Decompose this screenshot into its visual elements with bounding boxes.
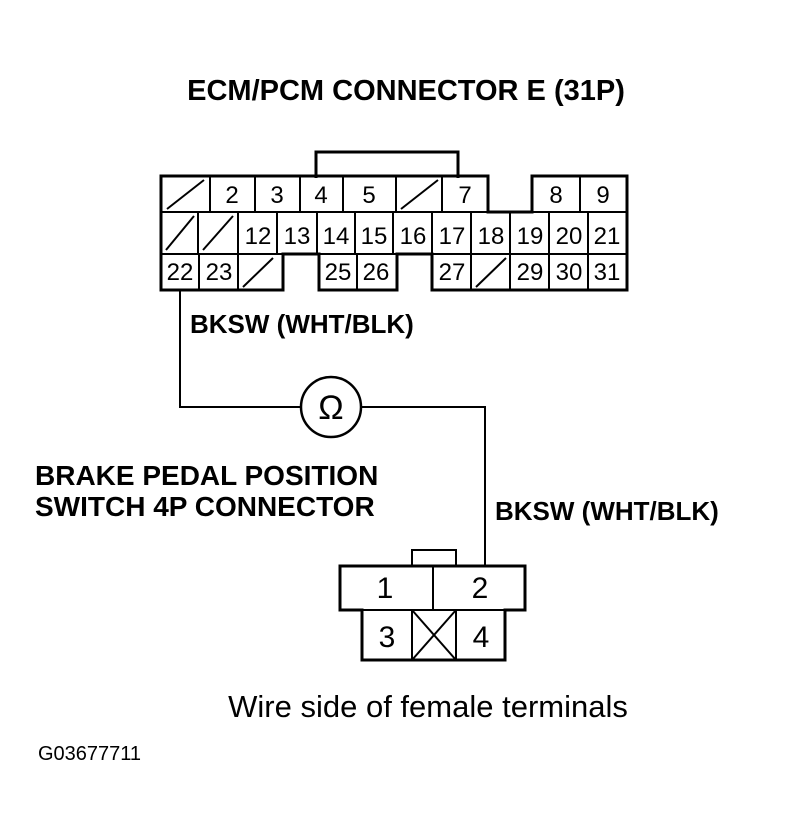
ecm-pin-13: 13 bbox=[284, 223, 311, 250]
ecm-connector: 2 3 4 5 7 8 9 12 13 14 15 16 17 18 19 20… bbox=[159, 150, 629, 292]
ecm-row3-grid bbox=[198, 254, 589, 290]
ecm-pin-31: 31 bbox=[594, 259, 621, 286]
ecm-pin-5: 5 bbox=[362, 182, 375, 209]
ecm-pin-25: 25 bbox=[325, 259, 352, 286]
terminal-view-caption: Wire side of female terminals bbox=[228, 689, 628, 724]
switch-pin-1: 1 bbox=[377, 572, 394, 605]
ecm-connector-lock-tab bbox=[314, 150, 460, 178]
diagram-title: ECM/PCM CONNECTOR E (31P) bbox=[187, 75, 625, 107]
switch-label-line1: BRAKE PEDAL POSITION bbox=[35, 460, 378, 491]
ecm-pin-12: 12 bbox=[245, 223, 272, 250]
switch-label-line2: SWITCH 4P CONNECTOR bbox=[35, 491, 375, 522]
ecm-pin-8: 8 bbox=[549, 182, 562, 209]
switch-pin-2: 2 bbox=[472, 572, 489, 605]
ecm-pin-17: 17 bbox=[439, 223, 466, 250]
ecm-pin-23: 23 bbox=[206, 259, 233, 286]
ecm-pin-30: 30 bbox=[556, 259, 583, 286]
ecm-pin-9: 9 bbox=[596, 182, 609, 209]
switch-pin-4: 4 bbox=[473, 621, 490, 654]
ecm-pin-26: 26 bbox=[363, 259, 390, 286]
ecm-wire-label: BKSW (WHT/BLK) bbox=[190, 309, 414, 339]
test-wire-left bbox=[179, 290, 301, 408]
test-wire-right bbox=[361, 406, 486, 566]
switch-connector-lock-tab bbox=[411, 549, 457, 567]
figure-id: G03677711 bbox=[38, 743, 141, 765]
ecm-pin-27: 27 bbox=[439, 259, 466, 286]
ecm-pin-3: 3 bbox=[270, 182, 283, 209]
ecm-pin-16: 16 bbox=[400, 223, 427, 250]
ohm-icon: Ω bbox=[318, 389, 343, 427]
switch-pin-3: 3 bbox=[379, 621, 396, 654]
switch-connector: 1 2 3 4 bbox=[338, 549, 527, 662]
ecm-pin-18: 18 bbox=[478, 223, 505, 250]
ecm-pin-15: 15 bbox=[361, 223, 388, 250]
ecm-pin-14: 14 bbox=[323, 223, 350, 250]
switch-wire-label: BKSW (WHT/BLK) bbox=[495, 496, 719, 526]
ecm-pin-19: 19 bbox=[517, 223, 544, 250]
ecm-pin-4: 4 bbox=[314, 182, 327, 209]
ecm-pin-21: 21 bbox=[594, 223, 621, 250]
ohmmeter-circle bbox=[299, 375, 363, 439]
empty-cavity-x-line-2 bbox=[411, 609, 457, 661]
ecm-pin-22: 22 bbox=[167, 259, 194, 286]
ecm-pin-2: 2 bbox=[225, 182, 238, 209]
ecm-pin-20: 20 bbox=[556, 223, 583, 250]
ecm-pin-7: 7 bbox=[458, 182, 471, 209]
ohmmeter: Ω bbox=[299, 375, 363, 439]
ecm-pin-29: 29 bbox=[517, 259, 544, 286]
